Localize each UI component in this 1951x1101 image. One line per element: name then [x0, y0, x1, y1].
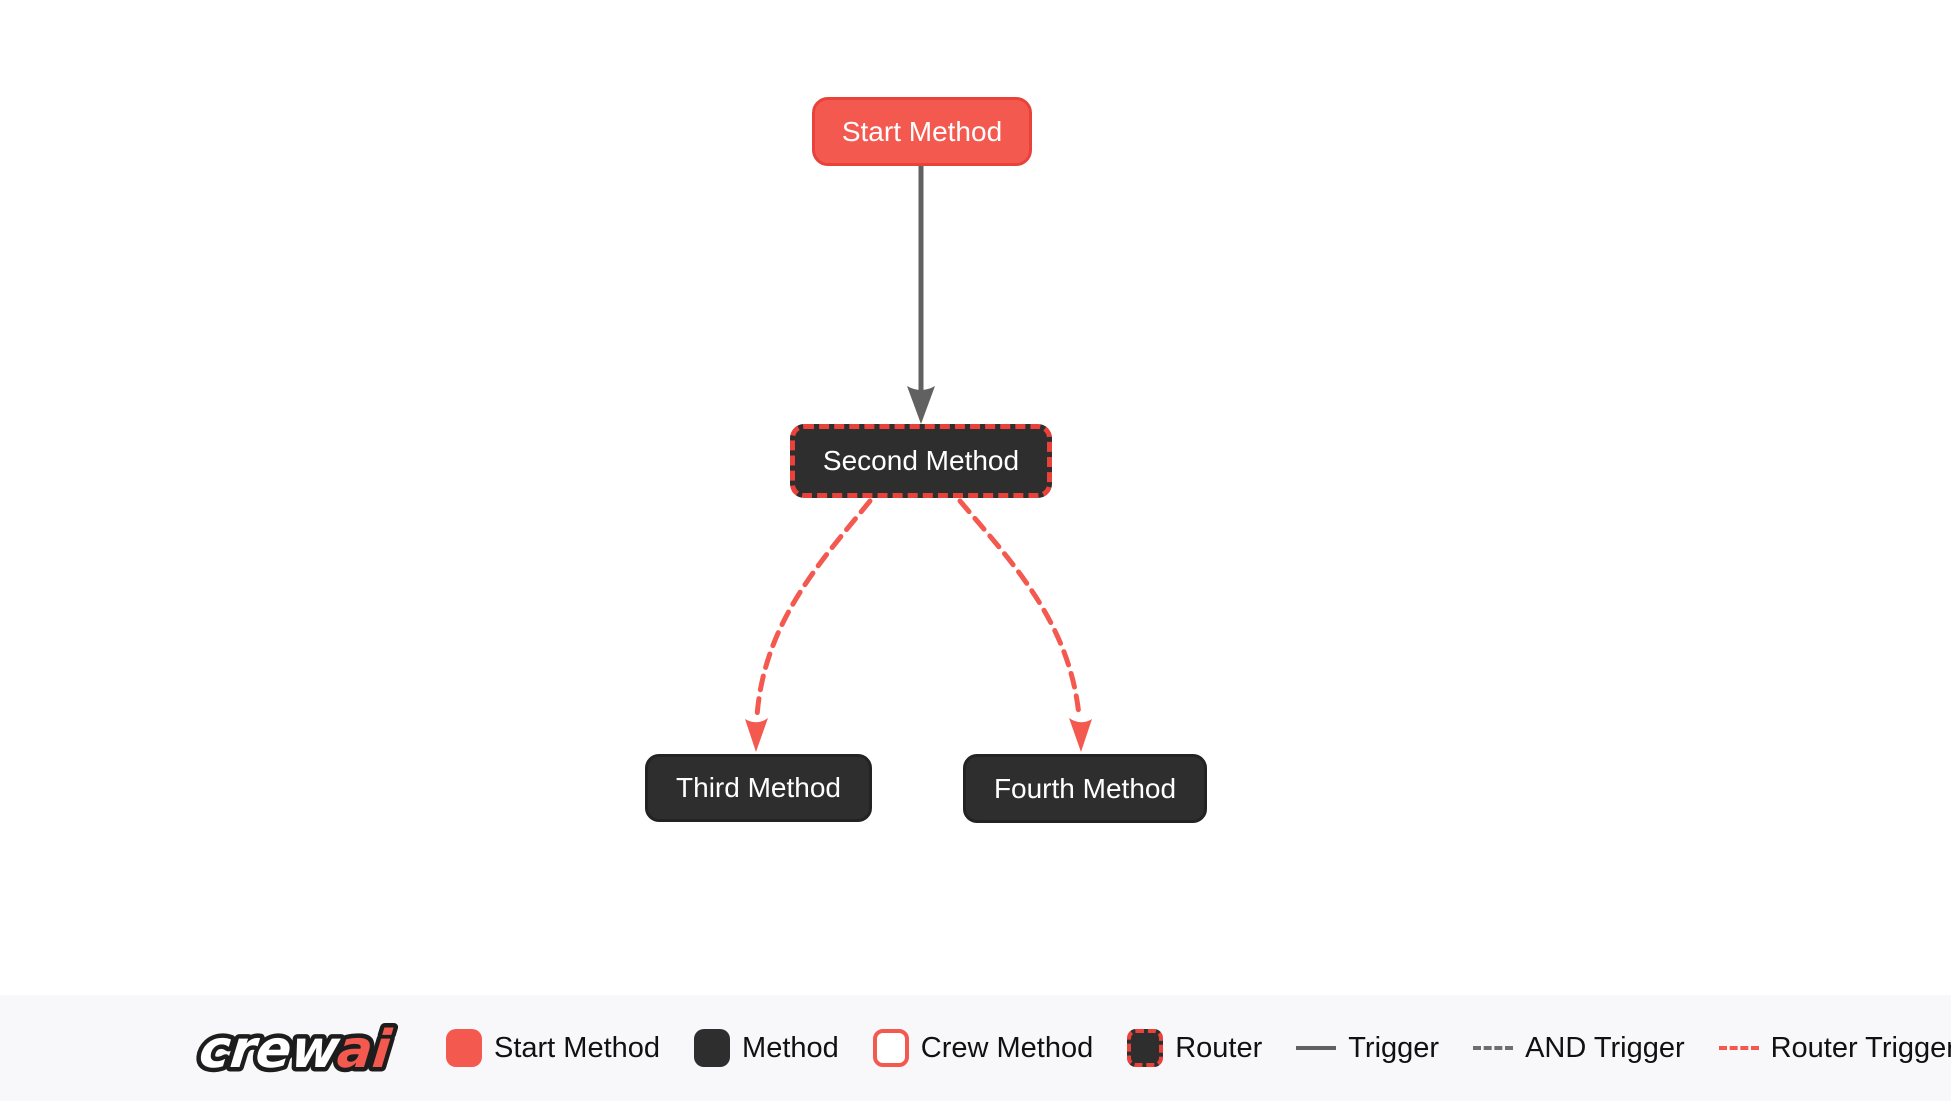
legend-label: Router Trigger — [1770, 1031, 1951, 1064]
trigger-line-icon — [1296, 1046, 1337, 1050]
method-swatch-icon — [694, 1029, 731, 1067]
legend-label: Trigger — [1348, 1031, 1440, 1064]
router-swatch-icon — [1127, 1029, 1164, 1067]
and-trigger-line-icon — [1473, 1046, 1514, 1050]
node-third-method[interactable]: Third Method — [645, 754, 872, 822]
legend-label: Method — [742, 1031, 839, 1064]
node-label: Third Method — [676, 772, 841, 803]
legend-label: Start Method — [494, 1031, 661, 1064]
crew-method-swatch-icon — [872, 1029, 909, 1067]
start-method-swatch-icon — [446, 1029, 482, 1067]
legend-item-start-method: Start Method — [446, 1029, 660, 1067]
router-trigger-edge-left — [745, 498, 873, 752]
node-start-method[interactable]: Start Method — [812, 97, 1032, 166]
node-label: Start Method — [841, 115, 1003, 147]
legend-label: AND Trigger — [1525, 1031, 1685, 1064]
legend-item-and-trigger: AND Trigger — [1473, 1032, 1685, 1065]
flow-edges — [745, 166, 1092, 752]
trigger-edge — [907, 166, 935, 424]
logo-ai-text: ai — [335, 1020, 395, 1080]
legend-item-router: Router — [1127, 1029, 1262, 1067]
legend-item-router-trigger: Router Trigger — [1718, 1031, 1951, 1065]
legend-items: Start Method Method Crew Method Router T… — [446, 1029, 1951, 1067]
legend-label: Router — [1175, 1031, 1263, 1064]
node-fourth-method[interactable]: Fourth Method — [963, 754, 1207, 823]
logo-crew-text: crew — [197, 1020, 344, 1080]
router-trigger-edge-right — [957, 498, 1092, 752]
node-label: Fourth Method — [993, 772, 1177, 804]
legend-bar: crew ai Start Method Method Crew Method … — [0, 995, 1951, 1101]
legend-item-crew-method: Crew Method — [872, 1029, 1094, 1067]
node-label: Second Method — [822, 445, 1020, 476]
legend-item-trigger: Trigger — [1296, 1032, 1439, 1065]
flow-canvas[interactable]: Start Method Second Method Third Method … — [0, 0, 1951, 995]
legend-item-method: Method — [694, 1029, 839, 1067]
crewai-logo: crew ai — [192, 1016, 399, 1085]
node-second-method[interactable]: Second Method — [790, 424, 1052, 498]
router-trigger-line-icon — [1718, 1046, 1759, 1050]
legend-label: Crew Method — [920, 1031, 1094, 1064]
